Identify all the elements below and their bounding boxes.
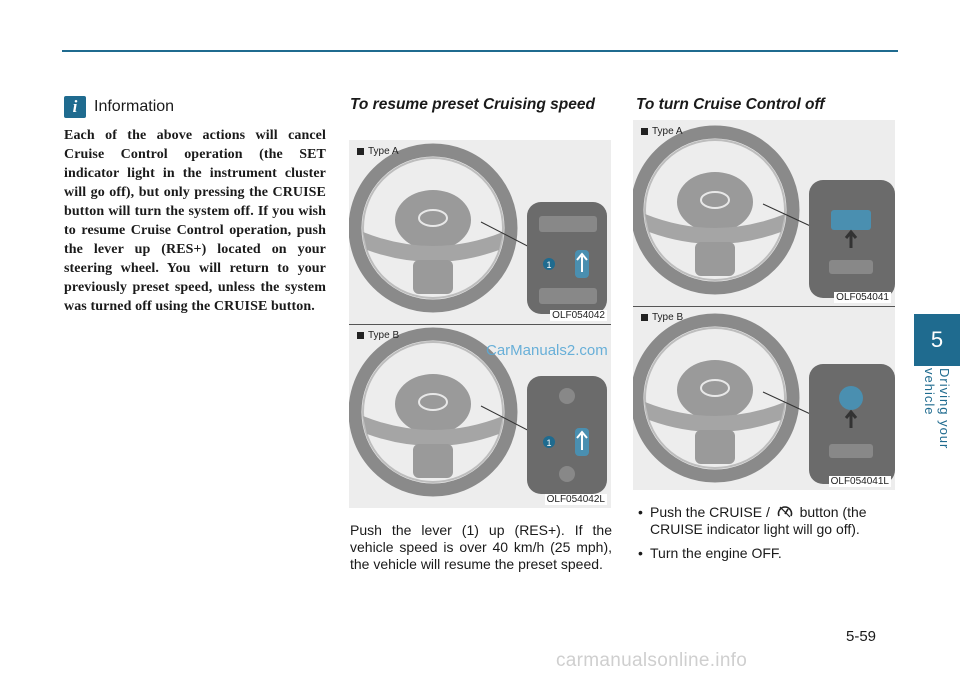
resume-text: Push the lever (1) up (RES+). If the veh… (350, 522, 612, 572)
footer-watermark: carmanualsonline.info (556, 650, 748, 671)
figure-code-b: OLF054041L (828, 476, 891, 487)
steering-wheel-illustration-a: 1 (349, 143, 607, 314)
svg-text:1: 1 (546, 438, 551, 448)
figure-type-a-tag: Type A (357, 146, 399, 157)
chapter-tab: 5 (914, 314, 960, 366)
cruise-speedometer-icon (777, 506, 792, 518)
steering-wheel-illustration-d (633, 313, 895, 484)
info-title: Information (94, 98, 175, 115)
figure-type-b-tag: Type B (357, 330, 399, 341)
info-icon: i (64, 96, 86, 118)
figure-code-b: OLF054042L (544, 494, 607, 505)
info-body: Each of the above actions will cancel Cr… (64, 128, 326, 314)
list-item: Turn the engine OFF. (636, 545, 902, 562)
figure-code-a: OLF054041 (834, 292, 891, 303)
resume-figure: 1 Type A OLF054042 1 Type B OLF054042L (349, 140, 611, 508)
turn-off-figure: Type A OLF054041 Type B OLF054041L (633, 120, 895, 490)
svg-text:1: 1 (546, 260, 551, 270)
figure-code-a: OLF054042 (550, 310, 607, 321)
watermark: CarManuals2.com (486, 342, 608, 359)
list-item: Push the CRUISE / button (the CRUISE ind… (636, 504, 902, 538)
page-number: 5-59 (846, 628, 877, 645)
steering-wheel-illustration-b: 1 (349, 327, 607, 497)
steering-wheel-illustration-c (633, 125, 895, 298)
figure-type-b-tag: Type B (641, 312, 683, 323)
chapter-title: Driving your vehicle (922, 368, 952, 450)
figure-divider (633, 306, 895, 307)
turn-off-bullets: Push the CRUISE / button (the CRUISE ind… (636, 504, 902, 569)
figure-divider (349, 324, 611, 325)
turn-off-heading: To turn Cruise Control off (636, 96, 825, 113)
figure-type-a-tag: Type A (641, 126, 683, 137)
info-header: i Information (64, 96, 174, 118)
resume-heading: To resume preset Cruising speed (350, 96, 595, 113)
chapter-number: 5 (930, 327, 944, 352)
top-rule (62, 50, 898, 52)
